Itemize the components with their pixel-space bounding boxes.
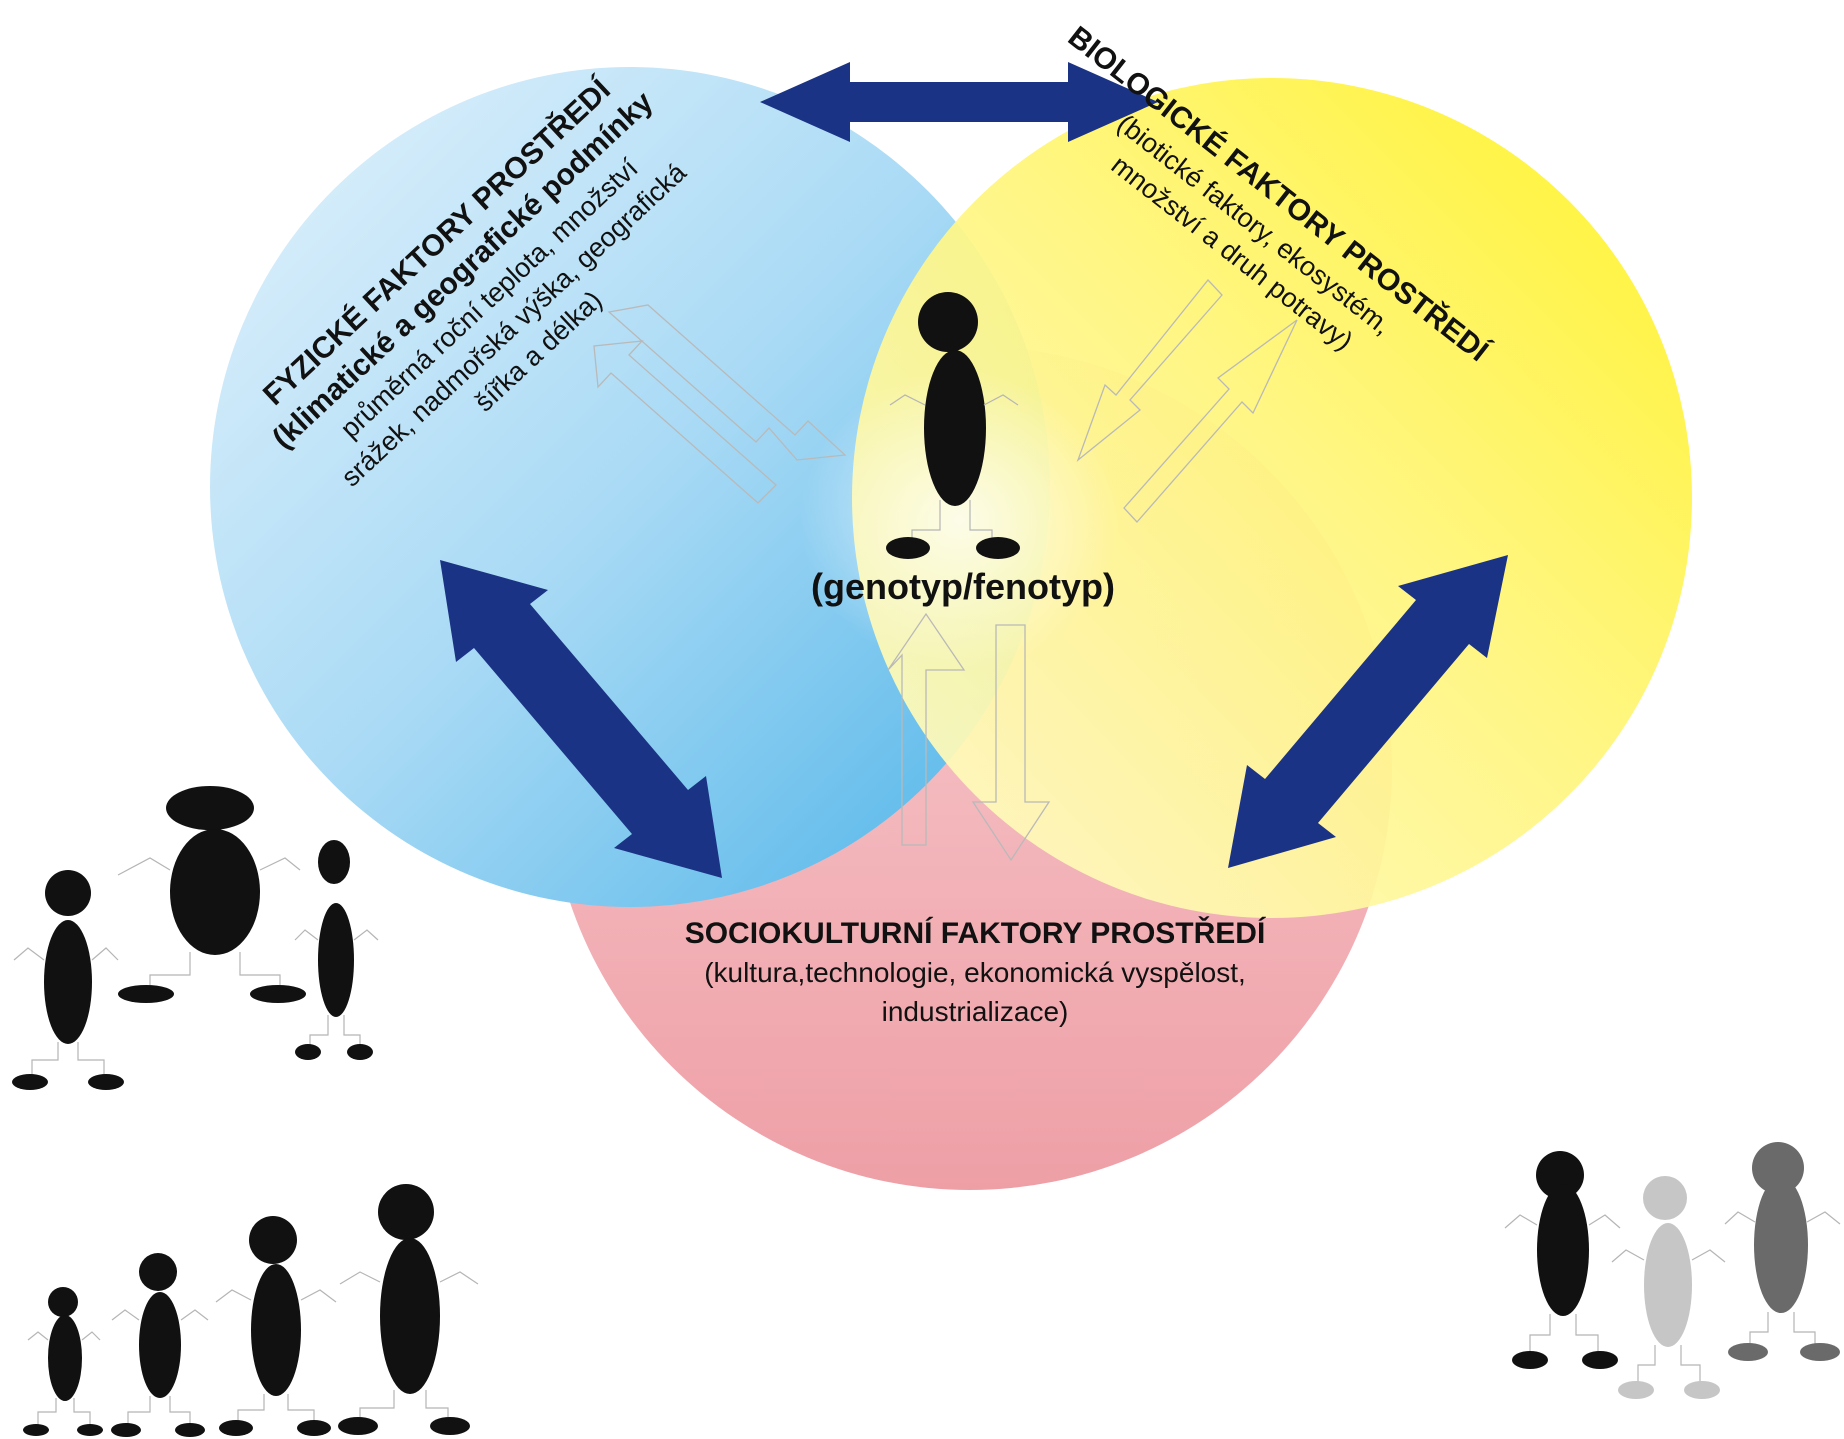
arrow-sociocultural-to-center — [971, 624, 1051, 862]
figure-left-slim — [294, 840, 379, 1060]
figure-growth-2 — [111, 1253, 209, 1437]
figure-left-tall — [12, 870, 124, 1090]
figure-group-bottom-left — [23, 1184, 479, 1437]
figure-dark-grey — [1724, 1142, 1841, 1361]
arrow-physical-sociocultural — [440, 560, 722, 878]
sociocultural-title: SOCIOKULTURNÍ FAKTORY PROSTŘEDÍ — [685, 916, 1266, 950]
arrow-physical-biological — [760, 62, 1158, 142]
arrow-physical-to-center — [607, 304, 847, 461]
center-highlight — [800, 370, 1120, 670]
inner-arrows — [593, 279, 1298, 862]
figure-black — [1504, 1151, 1621, 1369]
arrow-center-to-biological — [1123, 319, 1298, 523]
sociocultural-line-2: industrializace) — [882, 996, 1069, 1027]
arrow-biological-sociocultural — [1228, 555, 1508, 868]
genotype-phenotype-label: (genotyp/fenotyp) — [811, 566, 1115, 607]
arrow-center-to-physical — [593, 340, 777, 504]
physical-circle — [210, 67, 1050, 907]
connector-arrows — [440, 62, 1508, 878]
figure-growth-3 — [215, 1216, 337, 1436]
figure-group-bottom-right — [1504, 1142, 1841, 1399]
sociocultural-line-1: (kultura,technologie, ekonomická vyspělo… — [704, 957, 1246, 988]
figure-light-grey — [1611, 1176, 1726, 1399]
figure-growth-1 — [23, 1287, 103, 1436]
figure-group-top-left — [12, 786, 379, 1090]
figure-growth-4 — [338, 1184, 479, 1435]
arrow-biological-to-center — [1076, 279, 1223, 462]
sociocultural-text-block: SOCIOKULTURNÍ FAKTORY PROSTŘEDÍ (kultura… — [685, 916, 1266, 1027]
arrow-center-to-sociocultural — [887, 612, 966, 846]
figure-left-big — [117, 786, 306, 1003]
biological-circle — [852, 78, 1692, 918]
center-human-figure — [886, 292, 1020, 559]
